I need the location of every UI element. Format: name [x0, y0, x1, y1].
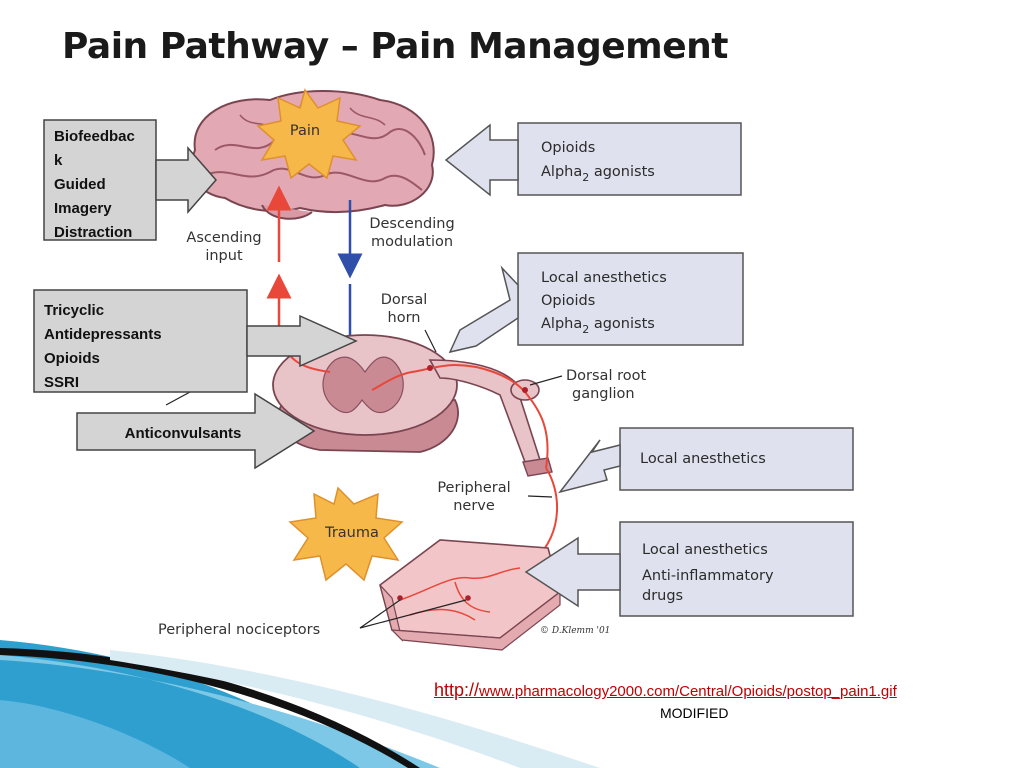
peripheral-nerve-label-1: Peripheral — [437, 480, 510, 496]
drug-box-brain-line-2: Alpha2 agonists — [541, 164, 655, 184]
pain-star-label: Pain — [290, 123, 320, 139]
drug-box-dorsal-horn-line-2: Opioids — [541, 293, 595, 309]
behavioral-line-1: Biofeedbac — [54, 128, 135, 145]
behavioral-line-2: k — [54, 152, 63, 169]
skin-tissue-illustration — [379, 539, 561, 651]
behavioral-line-5: Distraction — [54, 224, 132, 241]
ascending-input-label-2: input — [205, 248, 243, 264]
behavioral-line-3: Guided — [54, 176, 106, 193]
source-link[interactable]: http://www.pharmacology2000.com/Central/… — [434, 680, 897, 701]
spinal-cord-illustration — [272, 334, 553, 477]
ascending-input-label-1: Ascending — [186, 230, 261, 246]
illustration-credit: © D.Klemm '01 — [540, 626, 610, 636]
spinal-line-1: Tricyclic — [44, 302, 104, 319]
drug-box-brain-line-1: Opioids — [541, 140, 595, 156]
drug-box-nociceptors-line-1: Local anesthetics — [642, 542, 768, 558]
trauma-star-label: Trauma — [324, 525, 379, 541]
descending-modulation-label-2: modulation — [371, 234, 453, 250]
source-link-protocol[interactable]: http:// — [434, 680, 480, 700]
dorsal-root-ganglion-label-1: Dorsal root — [566, 368, 646, 384]
slide-title: Pain Pathway – Pain Management — [62, 26, 728, 67]
behavioral-intervention-box: Biofeedbac k Guided Imagery Distraction — [43, 119, 217, 241]
spinal-line-4: SSRI — [44, 374, 79, 391]
spinal-intervention-box: Tricyclic Antidepressants Opioids SSRI — [33, 289, 358, 393]
spinal-line-3: Opioids — [44, 350, 100, 367]
drug-box-nociceptors-line-3: drugs — [642, 588, 683, 604]
peripheral-nerve-label-2: nerve — [453, 498, 495, 514]
pain-star: Pain — [256, 88, 362, 180]
drug-box-dorsal-horn-line-3: Alpha2 agonists — [541, 316, 655, 336]
peripheral-nociceptors-label: Peripheral nociceptors — [158, 622, 320, 638]
drug-box-dorsal-horn: Local anesthetics Opioids Alpha2 agonist… — [448, 252, 744, 354]
behavioral-line-4: Imagery — [54, 200, 112, 217]
dorsal-root-ganglion-label-2: ganglion — [572, 386, 635, 402]
drug-box-dorsal-horn-line-1: Local anesthetics — [541, 270, 667, 286]
descending-modulation-label-1: Descending — [369, 216, 454, 232]
anticonvulsants-label: Anticonvulsants — [125, 425, 242, 442]
trauma-star: Trauma — [288, 486, 404, 582]
drug-box-nociceptors-line-2: Anti-inflammatory — [642, 568, 774, 584]
spinal-line-2: Antidepressants — [44, 326, 162, 343]
drug-box-brain: Opioids Alpha2 agonists — [444, 122, 742, 197]
anticonvulsants-box: Anticonvulsants — [76, 392, 316, 470]
decorative-swoosh — [0, 640, 600, 768]
drug-box-nociceptors: Local anesthetics Anti-inflammatory drug… — [524, 521, 854, 617]
source-link-url[interactable]: www.pharmacology2000.com/Central/Opioids… — [479, 683, 897, 700]
drug-box-peripheral-nerve-line-1: Local anesthetics — [640, 451, 766, 467]
drug-box-peripheral-nerve: Local anesthetics — [558, 427, 854, 494]
dorsal-horn-label-2: horn — [388, 310, 421, 326]
modified-label: MODIFIED — [660, 705, 729, 721]
dorsal-horn-label-1: Dorsal — [381, 292, 427, 308]
